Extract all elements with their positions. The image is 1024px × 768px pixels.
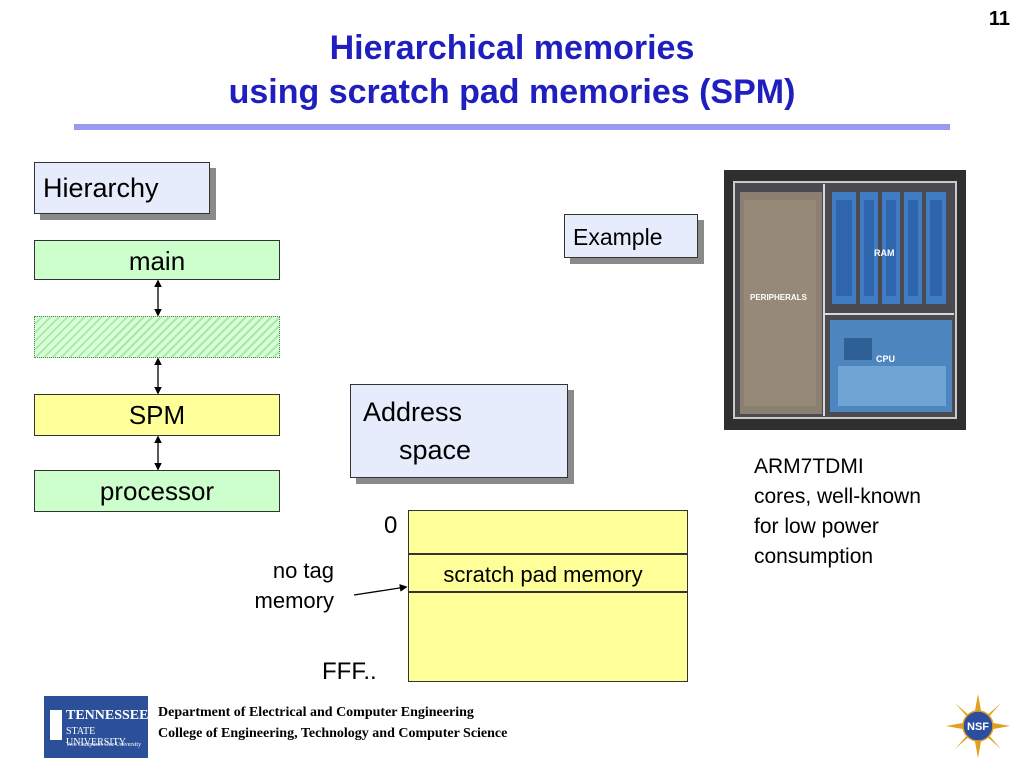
no-tag-arrow bbox=[353, 584, 408, 596]
no-tag-annotation: no tag memory bbox=[222, 556, 334, 616]
slide-title: Hierarchical memories using scratch pad … bbox=[0, 26, 1024, 114]
footer-line-1: Department of Electrical and Computer En… bbox=[158, 705, 474, 720]
hierarchy-callout: Hierarchy bbox=[34, 162, 210, 214]
title-line-2: using scratch pad memories (SPM) bbox=[228, 73, 796, 111]
cpu-label: CPU bbox=[876, 354, 895, 364]
cache-level-placeholder bbox=[34, 316, 280, 358]
slide-number: 11 bbox=[988, 8, 1010, 30]
address-space-callout: Address space bbox=[350, 384, 568, 478]
address-space-label-line-1: Address bbox=[363, 397, 463, 427]
footer-department: Department of Electrical and Computer En… bbox=[158, 702, 507, 744]
peripherals-label: PERIPHERALS bbox=[750, 293, 808, 302]
spm-region-label: scratch pad memory bbox=[443, 562, 643, 587]
tsu-logo-line-3: Two Campuses One University bbox=[66, 742, 142, 748]
tsu-logo-line-2: STATE UNIVERSITY bbox=[66, 726, 126, 748]
tsu-logo: TENNESSEE STATE UNIVERSITY Two Campuses … bbox=[44, 696, 148, 758]
address-start: 0 bbox=[384, 512, 398, 539]
main-memory-level: main bbox=[34, 240, 280, 280]
example-callout: Example bbox=[564, 214, 698, 258]
memory-map bbox=[408, 510, 688, 682]
nsf-label: NSF bbox=[967, 721, 989, 733]
tsu-logo-mark bbox=[50, 710, 62, 740]
chip-caption-line-3: for low power bbox=[754, 515, 879, 538]
no-tag-line-2: memory bbox=[254, 588, 334, 613]
title-underline bbox=[74, 124, 950, 130]
no-tag-line-1: no tag bbox=[272, 558, 334, 583]
footer-line-2: College of Engineering, Technology and C… bbox=[158, 726, 508, 741]
chip-caption-line-4: consumption bbox=[754, 545, 874, 568]
chip-caption-line-2: cores, well-known bbox=[754, 485, 921, 508]
memory-map-divider-bottom bbox=[408, 591, 688, 593]
ram-banks bbox=[832, 192, 946, 304]
address-end: FFF.. bbox=[322, 658, 377, 685]
ram-label: RAM bbox=[874, 248, 895, 258]
arm7tdmi-die-image: RAM PERIPHERALS CPU bbox=[724, 170, 966, 430]
address-space-label-line-2: space bbox=[399, 435, 472, 465]
title-line-1: Hierarchical memories bbox=[329, 29, 695, 67]
chip-caption: ARM7TDMI cores, well-known for low power… bbox=[754, 452, 974, 572]
processor-level: processor bbox=[34, 470, 280, 512]
die-illustration: RAM PERIPHERALS CPU bbox=[724, 170, 966, 430]
memory-map-divider-top bbox=[408, 553, 688, 555]
nsf-logo: NSF bbox=[946, 694, 1010, 758]
chip-caption-line-1: ARM7TDMI bbox=[754, 455, 864, 478]
tsu-logo-line-1: TENNESSEE bbox=[66, 708, 149, 723]
